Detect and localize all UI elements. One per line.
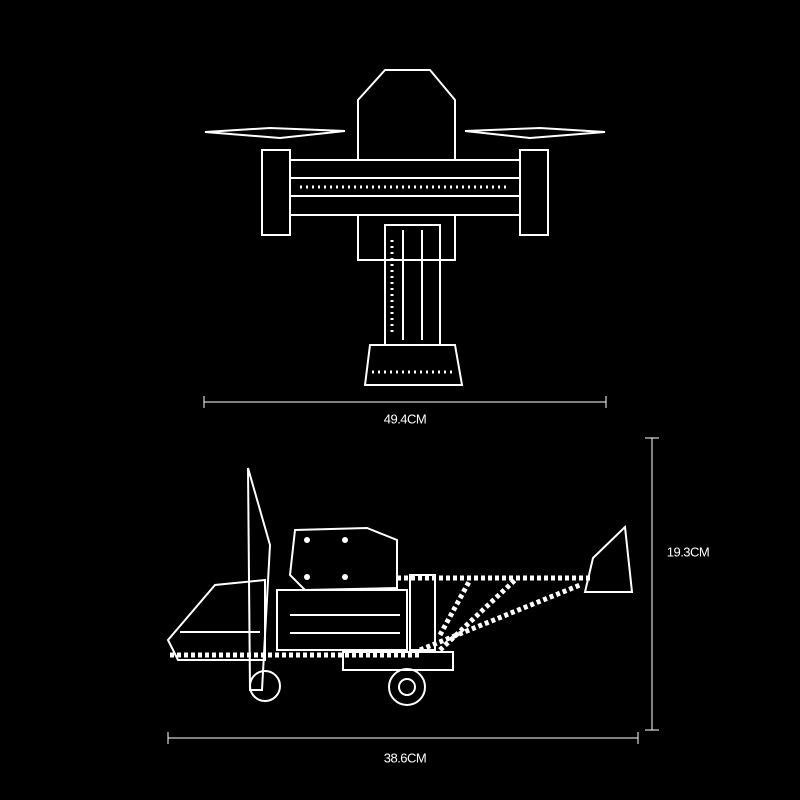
tail	[363, 344, 464, 386]
engine-pod	[288, 526, 398, 592]
nose-frame	[166, 578, 266, 661]
fuselage-mid	[357, 214, 456, 261]
fuselage-tail-boom	[384, 224, 441, 346]
height-dimension-label: 19.3CM	[666, 544, 710, 560]
fuselage-nose	[357, 69, 456, 161]
top-view-model	[204, 69, 606, 386]
rotor-blade	[247, 467, 272, 691]
side-view-model	[166, 467, 634, 706]
right-propeller	[464, 126, 606, 140]
width-dimension-line	[203, 396, 607, 408]
right-nacelle	[519, 149, 549, 236]
length-dimension-line	[167, 732, 639, 744]
height-dimension-line	[645, 437, 659, 731]
rear-frame	[409, 574, 436, 651]
width-dimension-label: 49.4CM	[383, 411, 427, 427]
length-dimension-label: 38.6CM	[383, 750, 427, 766]
left-propeller	[204, 126, 346, 140]
front-wheel	[249, 670, 281, 702]
landing-gear-beam	[342, 651, 454, 671]
fuselage-body	[276, 589, 408, 651]
rear-wheel	[388, 668, 426, 706]
tail-fin	[583, 524, 634, 593]
left-nacelle	[261, 149, 291, 236]
